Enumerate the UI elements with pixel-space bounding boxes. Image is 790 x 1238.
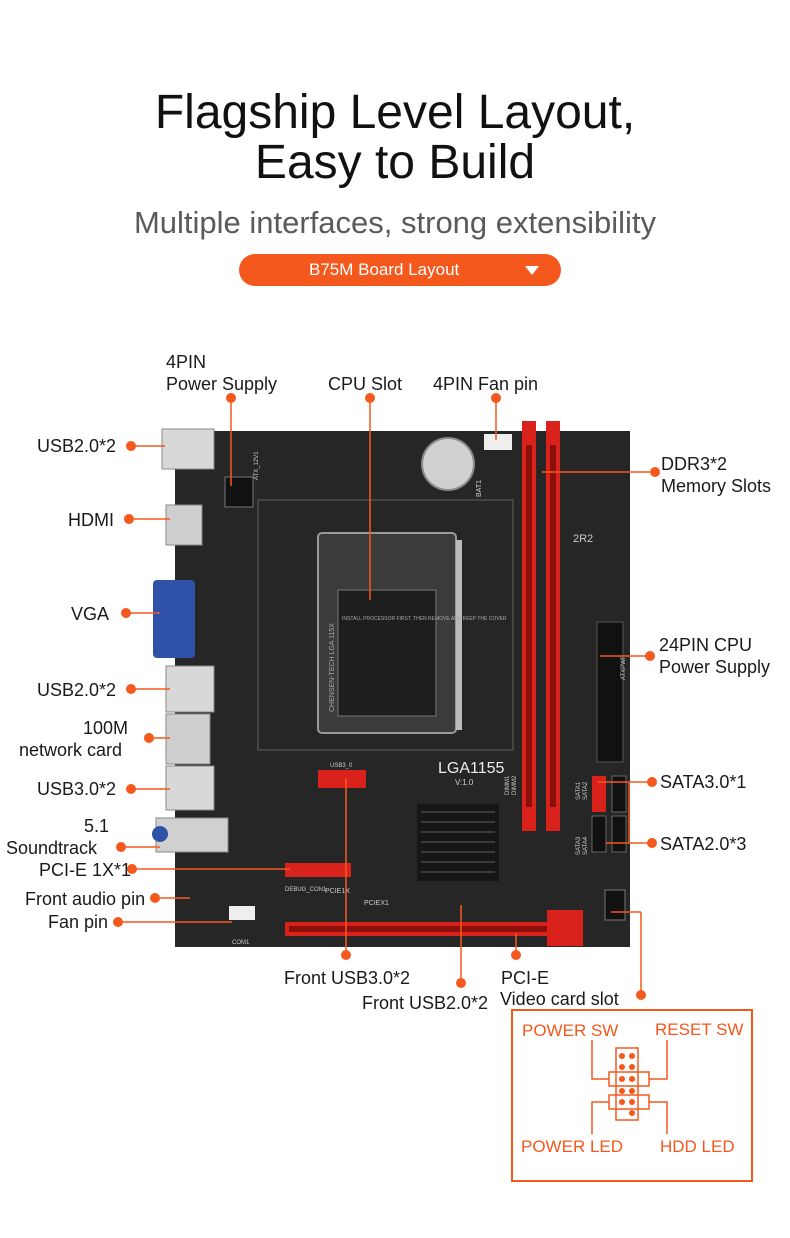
- silk-socket-warn: INSTALL PROCESSOR FIRST. THEN REMOVE AND…: [342, 616, 507, 622]
- pcie-x16-latch: [547, 910, 583, 946]
- label-usb30: USB3.0*2: [37, 779, 117, 799]
- audio-jack: [152, 826, 168, 842]
- label-hdmi: HDMI: [68, 510, 114, 530]
- label-sata20: SATA2.0*3: [660, 834, 747, 854]
- label-fan-4pin: 4PIN Fan pin: [433, 374, 539, 394]
- front-panel-pin-diagram: [591, 1040, 668, 1134]
- label-fan-pin: Fan pin: [48, 912, 109, 932]
- label-power-4pin-2: Power Supply: [166, 374, 278, 394]
- label-reset-sw: RESET SW: [655, 1020, 744, 1039]
- rear-vga: [153, 580, 195, 658]
- sata20-port-a: [611, 775, 627, 813]
- label-usb20-top: USB2.0*2: [37, 436, 117, 456]
- rear-usb20-top: [161, 428, 215, 470]
- label-power-4pin-1: 4PIN: [166, 352, 207, 372]
- label-pcie-1x: PCI-E 1X*1: [39, 860, 132, 880]
- cmos-battery: [421, 437, 475, 491]
- silk-sata2: SATA2: [583, 781, 589, 800]
- sata20-port-b: [591, 815, 607, 853]
- page-title-line1: Flagship Level Layout,: [154, 86, 636, 139]
- silk-dimm2: DIMM2: [512, 775, 518, 795]
- dimm-slot-2-groove: [550, 445, 556, 807]
- silk-sata3: SATA3: [576, 836, 582, 855]
- label-atx24-1: 24PIN CPU: [659, 635, 753, 655]
- label-front-usb30: Front USB3.0*2: [284, 968, 411, 988]
- board-layout-label: B75M Board Layout: [309, 260, 460, 279]
- label-power-sw: POWER SW: [522, 1021, 619, 1040]
- silk-socket-side: CHENSEN-TECH LGA 115X: [329, 623, 336, 712]
- silk-bat: BAT1: [476, 480, 483, 497]
- label-hdd-led: HDD LED: [660, 1137, 735, 1156]
- silk-debug: DEBUG_CON1: [285, 887, 327, 893]
- label-cpu-slot: CPU Slot: [328, 374, 403, 394]
- pcie-x16-groove: [289, 926, 551, 932]
- silk-com: COM1: [232, 940, 250, 946]
- label-front-usb20: Front USB2.0*2: [362, 993, 489, 1013]
- sys-fan-header: [229, 906, 255, 920]
- rear-audio: [155, 817, 229, 853]
- label-pcie-video-2: Video card slot: [500, 989, 619, 1009]
- page-title-line2: Easy to Build: [254, 136, 536, 189]
- atx24-connector: [596, 621, 624, 763]
- silk-usb3: USB3_0: [330, 763, 353, 769]
- label-atx24-2: Power Supply: [659, 657, 771, 677]
- front-usb30-header: [318, 770, 366, 788]
- rear-hdmi: [165, 504, 203, 546]
- cpu-socket-lever: [456, 540, 462, 730]
- label-usb20-mid: USB2.0*2: [37, 680, 117, 700]
- label-front-audio: Front audio pin: [25, 889, 146, 909]
- silk-inductor: 2R2: [573, 533, 593, 545]
- dimm-slot-1-groove: [526, 445, 532, 807]
- silk-pcie16: PCIE1X: [325, 888, 350, 895]
- silk-dimm1: DIMM1: [505, 775, 511, 795]
- front-panel-header: [604, 889, 626, 921]
- rear-usb30: [165, 765, 215, 811]
- cpu-socket-cover: [337, 589, 437, 717]
- silk-socket-ver: V:1.0: [455, 778, 474, 787]
- heatsink-fins: [421, 811, 495, 873]
- rear-lan: [165, 713, 211, 765]
- silk-atx12v: ATX_12V1: [254, 451, 260, 480]
- silk-socket: LGA1155: [438, 760, 505, 777]
- page-subtitle: Multiple interfaces, strong extensibilit…: [133, 205, 657, 240]
- label-ddr3-2: Memory Slots: [661, 476, 772, 496]
- silk-sata1: SATA1: [576, 781, 582, 800]
- caret-down-icon: [525, 266, 539, 275]
- front-panel-pins: [619, 1053, 635, 1116]
- cpu-fan-header: [484, 434, 512, 450]
- label-sound-1: 5.1: [84, 816, 110, 836]
- label-network-2: network card: [19, 740, 123, 760]
- sata30-port: [592, 776, 606, 812]
- board-layout-dropdown[interactable]: B75M Board Layout: [239, 254, 561, 286]
- label-ddr3-1: DDR3*2: [661, 454, 728, 474]
- silk-sata4: SATA4: [583, 836, 589, 855]
- label-network-1: 100M: [83, 718, 129, 738]
- cpu-socket-frame: [257, 499, 514, 751]
- leader-lines: [118, 398, 655, 995]
- silk-pciex1: PCIEX1: [364, 900, 389, 907]
- pcie-x1-slot: [285, 863, 351, 877]
- label-sata30: SATA3.0*1: [660, 772, 747, 792]
- rear-usb20-mid: [165, 665, 215, 713]
- label-power-led: POWER LED: [521, 1137, 624, 1156]
- atx12v-connector: [224, 476, 254, 508]
- leader-dots: [113, 393, 660, 1000]
- label-sound-2: Soundtrack: [6, 838, 98, 858]
- label-vga: VGA: [71, 604, 110, 624]
- silk-atxpwr: ATXPWR: [621, 654, 627, 680]
- label-pcie-video-1: PCI-E: [501, 968, 550, 988]
- sata20-port-c: [611, 815, 627, 853]
